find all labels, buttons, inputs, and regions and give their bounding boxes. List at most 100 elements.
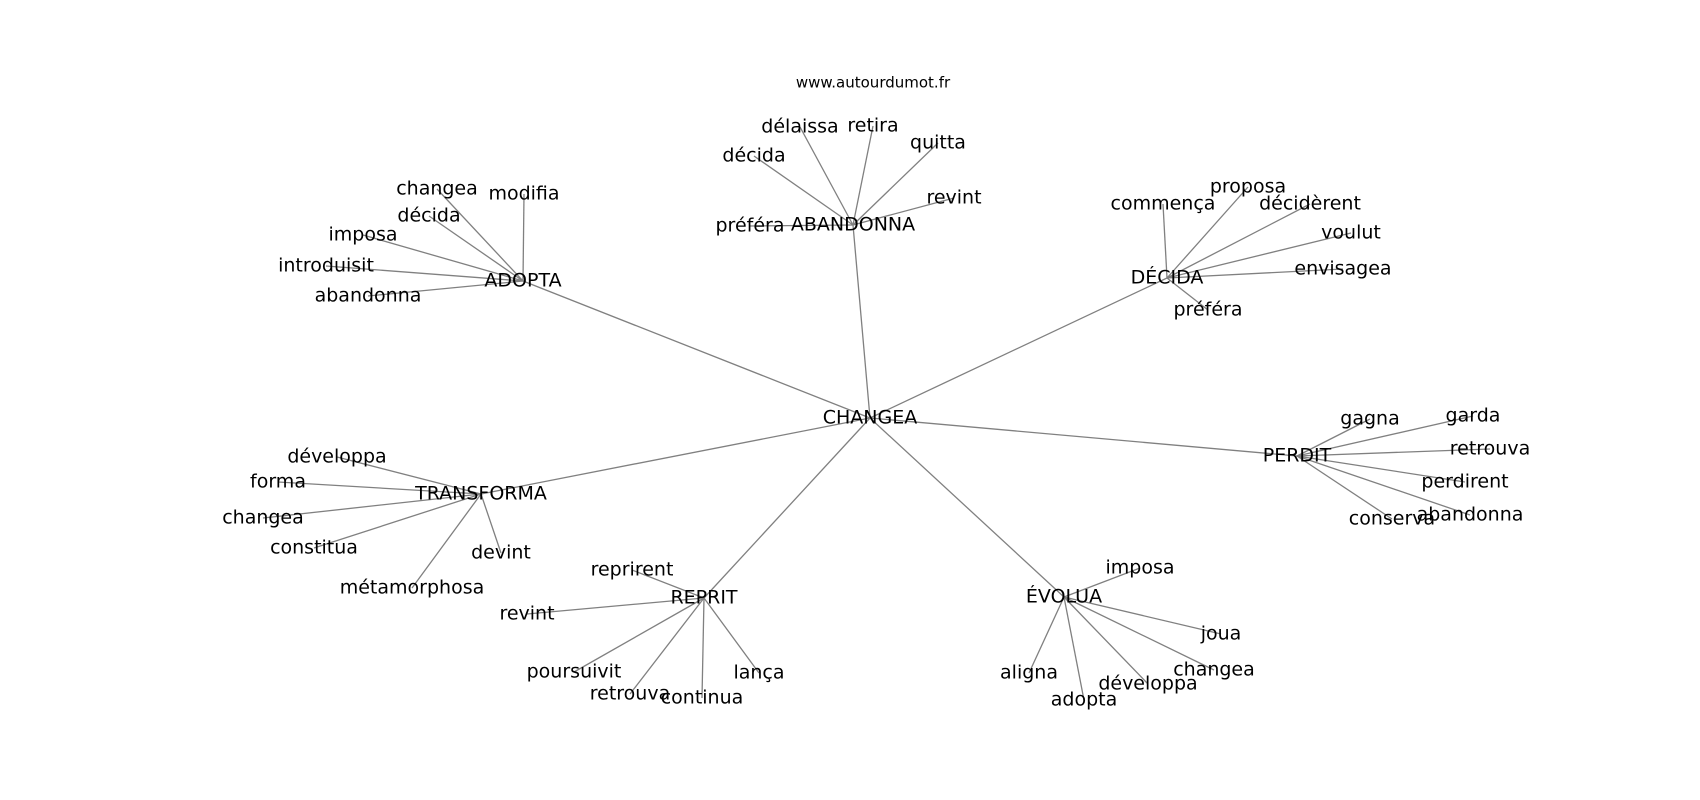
hub-word[interactable]: REPRIT [670,587,737,609]
hub-leaf-edge [362,234,524,282]
hub-leaf-edge [411,493,482,589]
center-hub-edge [852,224,871,419]
leaf-word[interactable]: poursuivit [527,661,622,683]
hub-word[interactable]: ADOPTA [484,270,561,292]
leaf-word[interactable]: retrouva [590,683,670,705]
hub-leaf-edge [1296,448,1491,457]
hub-leaf-edge [526,597,705,615]
leaf-word[interactable]: décida [722,145,785,167]
hub-leaf-edge [480,493,502,554]
leaf-word[interactable]: décidèrent [1259,193,1361,215]
hub-leaf-edge [1028,596,1065,674]
leaf-word[interactable]: constitua [270,537,358,559]
leaf-word[interactable]: adopta [1051,689,1117,711]
leaf-word[interactable]: proposa [1210,176,1286,198]
hub-leaf-edge [573,597,705,673]
leaf-word[interactable]: gagna [1340,408,1399,430]
leaf-word[interactable]: commença [1111,193,1216,215]
leaf-word[interactable]: revint [499,603,554,625]
hub-leaf-edge [631,569,705,599]
leaf-word[interactable]: reprirent [591,559,674,581]
leaf-word[interactable]: forma [250,471,306,493]
leaf-word[interactable]: conserva [1349,508,1435,530]
leaf-word[interactable]: quitta [910,132,966,154]
hub-leaf-edge [428,215,524,282]
graph-labels: CHANGEA ABANDONNA délaissa retira quitta déci… [222,115,1530,711]
hub-leaf-edge [1162,203,1168,279]
hub-word[interactable]: PERDIT [1263,445,1332,467]
hub-leaf-edge [852,125,874,226]
site-watermark: www.autourdumot.fr [796,74,951,92]
hub-leaf-edge [749,224,854,227]
hub-leaf-edge [313,493,482,549]
hub-word[interactable]: ÉVOLUA [1026,585,1102,608]
leaf-word[interactable]: joua [1200,623,1242,645]
hub-leaf-edge [336,456,482,495]
center-hub-edge [480,417,871,495]
hub-leaf-edge [1296,455,1393,520]
leaf-word[interactable]: lança [733,662,784,684]
hub-leaf-edge [1063,596,1149,685]
hub-leaf-edge [1296,415,1474,457]
hub-word[interactable]: ABANDONNA [791,214,915,236]
hub-leaf-edge [277,481,482,495]
hub-word[interactable]: TRANSFORMA [414,483,547,505]
hub-leaf-edge [1063,596,1215,671]
hub-leaf-edge [1166,203,1311,279]
center-hub-edge [522,280,871,419]
hub-leaf-edge [1063,596,1085,701]
leaf-word[interactable]: développa [287,446,386,468]
hub-leaf-edge [367,280,524,297]
graph-edges [262,125,1491,701]
hub-leaf-edge [1063,567,1141,598]
hub-leaf-edge [852,197,955,226]
hub-leaf-edge [852,142,939,226]
leaf-word[interactable]: changea [396,178,478,200]
leaf-word[interactable]: métamorphosa [340,577,485,599]
hub-leaf-edge [1166,232,1352,279]
leaf-word[interactable]: préféra [1174,299,1243,321]
hub-leaf-edge [1063,596,1222,635]
leaf-word[interactable]: perdirent [1421,471,1508,493]
hub-leaf-edge [1296,455,1466,483]
center-hub-edge [869,417,1298,457]
leaf-word[interactable]: préféra [716,215,785,237]
leaf-word[interactable]: changea [1173,659,1255,681]
leaf-word[interactable]: abandonna [1417,504,1524,526]
hub-leaf-edge [522,193,525,282]
leaf-word[interactable]: développa [1098,673,1197,695]
hub-leaf-edge [1296,418,1371,457]
hub-leaf-edge [262,493,482,519]
hub-word[interactable]: DÉCIDA [1131,266,1204,289]
leaf-word[interactable]: revint [926,187,981,209]
hub-leaf-edge [753,155,854,226]
hub-leaf-edge [629,597,705,695]
leaf-word[interactable]: retira [847,115,898,137]
leaf-word[interactable]: imposa [328,224,397,246]
leaf-word[interactable]: retrouva [1450,438,1530,460]
center-hub-edge [869,417,1065,598]
center-word[interactable]: CHANGEA [823,407,918,429]
hub-leaf-edge [325,265,524,282]
leaf-word[interactable]: décida [397,205,460,227]
hub-leaf-edge [436,188,524,282]
leaf-word[interactable]: aligna [1000,662,1058,684]
leaf-word[interactable]: modifia [488,183,559,205]
leaf-word[interactable]: continua [661,687,744,709]
leaf-word[interactable]: envisagea [1294,258,1391,280]
center-hub-edge [703,417,871,599]
leaf-word[interactable]: délaissa [761,116,838,138]
hub-leaf-edge [701,597,705,699]
leaf-word[interactable]: devint [471,542,531,564]
hub-leaf-edge [1296,455,1471,516]
leaf-word[interactable]: introduisit [278,255,374,277]
hub-leaf-edge [703,597,760,674]
leaf-word[interactable]: changea [222,507,304,529]
hub-leaf-edge [1166,268,1344,279]
leaf-word[interactable]: imposa [1105,557,1174,579]
leaf-word[interactable]: abandonna [315,285,422,307]
leaf-word[interactable]: voulut [1321,222,1381,244]
hub-leaf-edge [799,126,854,226]
leaf-word[interactable]: garda [1446,405,1501,427]
